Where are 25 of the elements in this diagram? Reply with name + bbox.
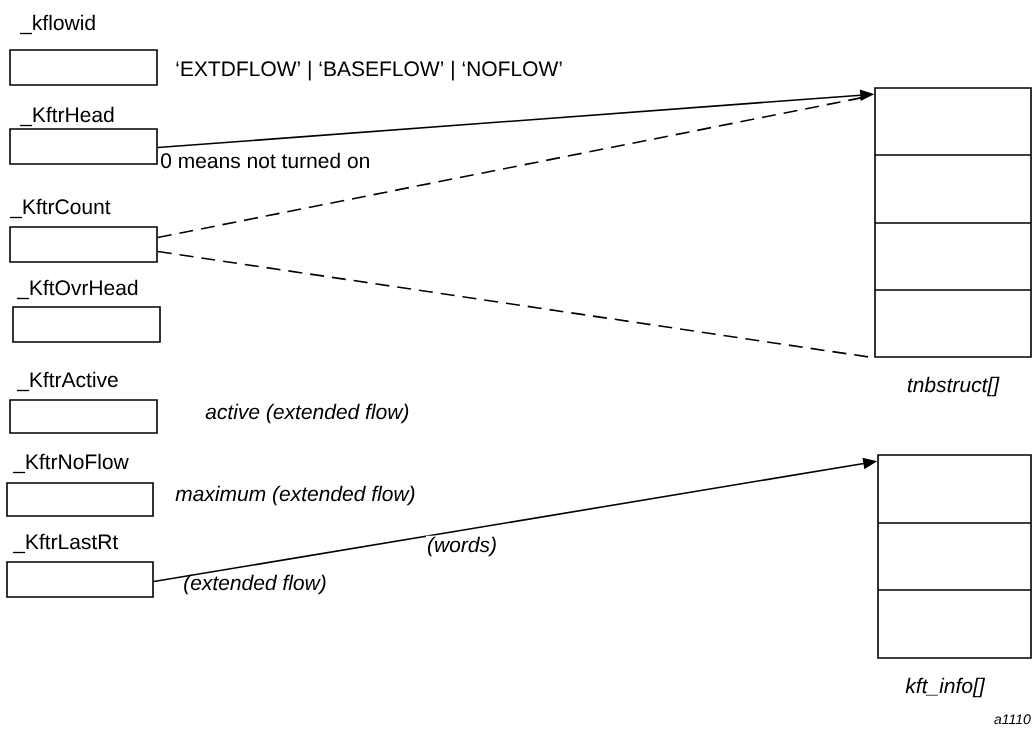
node-label: _KftrActive bbox=[16, 371, 118, 392]
node-label: _KftrCount bbox=[9, 198, 111, 219]
note-text: active (extended flow) bbox=[205, 403, 409, 424]
variable-box: _KftrLastRt bbox=[6, 533, 154, 598]
variable-box: _KftrActive bbox=[9, 371, 158, 434]
variable-box: _KftOvrHead bbox=[12, 279, 161, 343]
note-text: ‘EXTDFLOW’ | ‘BASEFLOW’ | ‘NOFLOW’ bbox=[176, 60, 562, 81]
variable-box: _kflowid bbox=[9, 14, 158, 86]
note-text: maximum (extended flow) bbox=[175, 485, 415, 506]
array-table: kft_info[] bbox=[877, 454, 1032, 698]
array-table: tnbstruct[] bbox=[874, 87, 1032, 397]
variable-box: _KftrHead bbox=[9, 106, 158, 165]
node-label: _KftrLastRt bbox=[12, 533, 119, 554]
node-label: tnbstruct[] bbox=[907, 376, 1000, 397]
node-label: _KftOvrHead bbox=[16, 279, 138, 300]
edge-label: (words) bbox=[428, 536, 496, 557]
note-text: 0 means not turned on bbox=[161, 152, 369, 169]
node-label: kft_info[] bbox=[905, 677, 986, 698]
node-label: _kflowid bbox=[19, 14, 95, 35]
node-label: _KftrHead bbox=[19, 106, 114, 127]
figure-id: a1110 bbox=[994, 714, 1031, 725]
variable-box: _KftrCount bbox=[9, 198, 158, 263]
node-label: _KftrNoFlow bbox=[12, 453, 129, 474]
variable-box: _KftrNoFlow bbox=[6, 453, 154, 517]
note-text: (extended flow) bbox=[184, 574, 326, 595]
